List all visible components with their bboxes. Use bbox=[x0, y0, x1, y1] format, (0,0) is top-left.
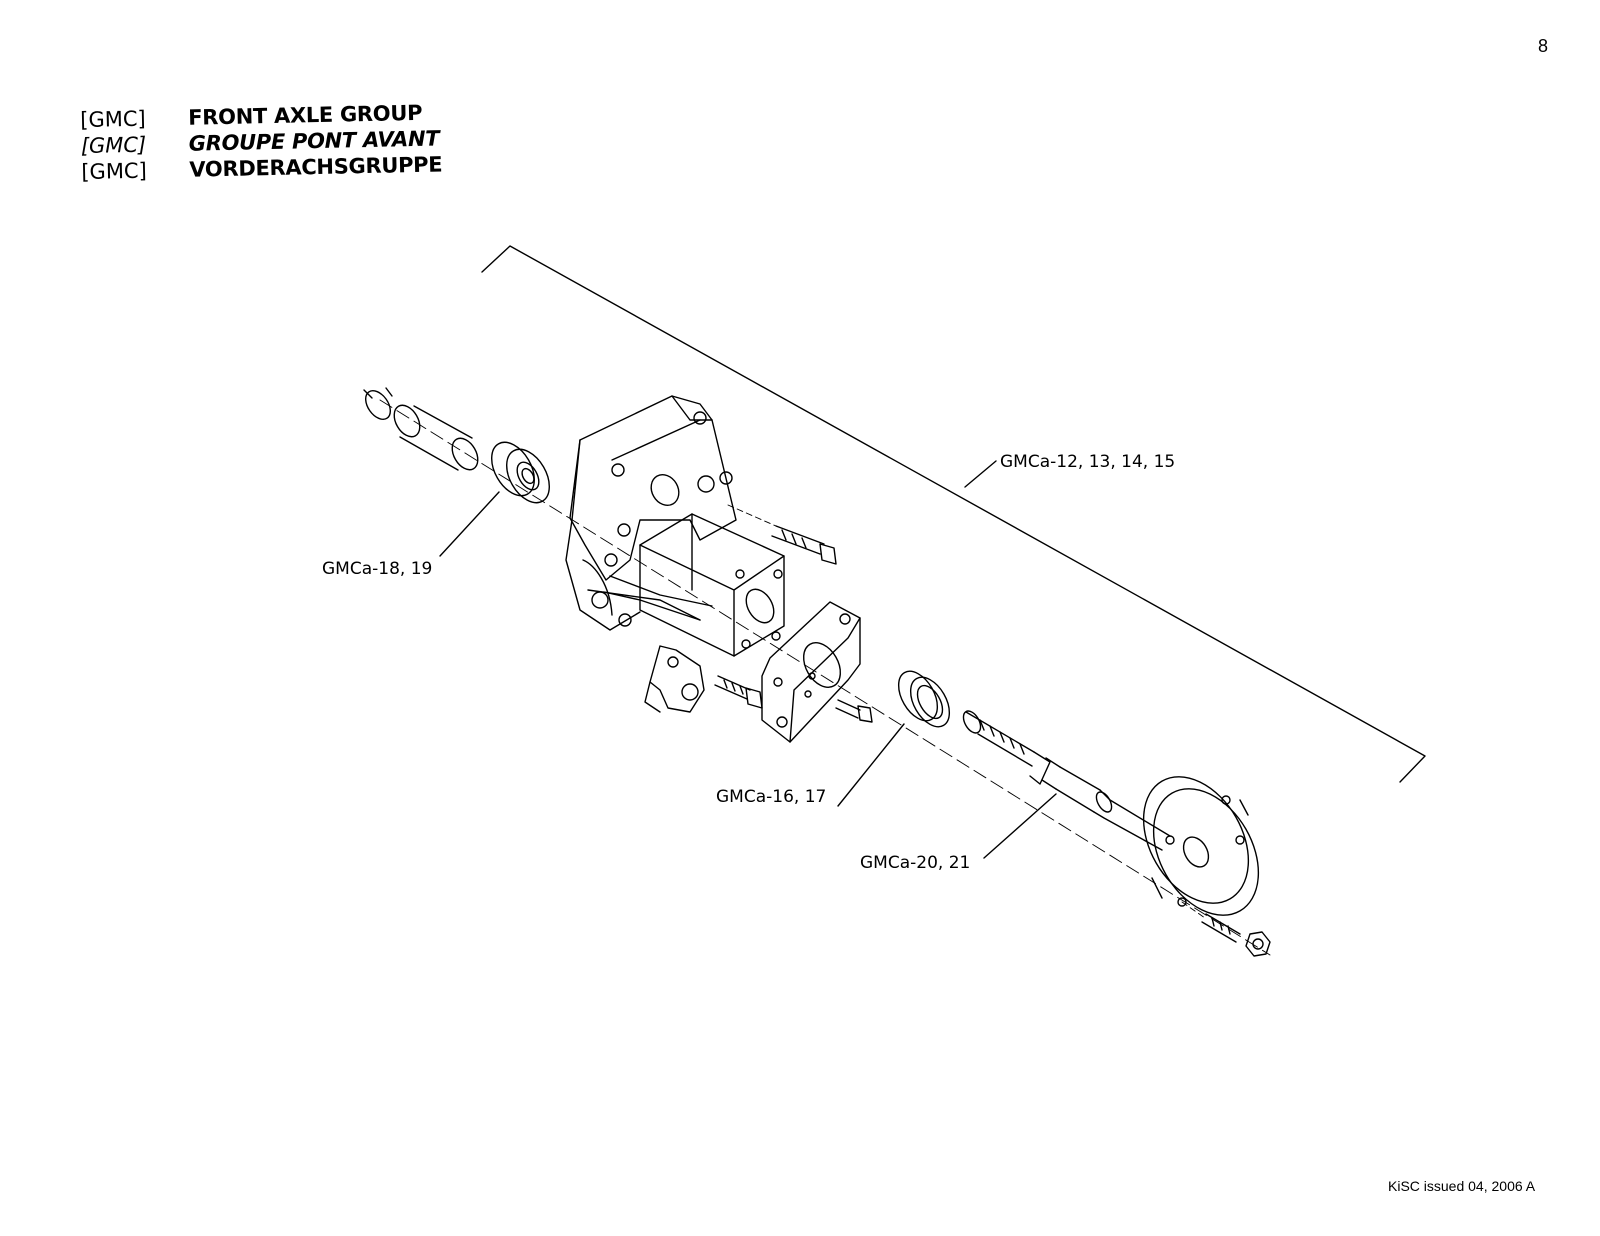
spacer-tube-icon bbox=[393, 404, 479, 471]
hub-disc-icon bbox=[1142, 776, 1260, 916]
ball-bearing-icon bbox=[491, 441, 550, 504]
hub-nut-icon bbox=[1245, 931, 1271, 957]
assembly-bracket bbox=[481, 245, 1426, 783]
circlip-icon bbox=[363, 387, 393, 421]
callout-gmca-20-21: GMCa-20, 21 bbox=[860, 853, 970, 873]
axle-housing-icon bbox=[565, 395, 785, 657]
flange-bolt-icon bbox=[835, 699, 873, 723]
hub-bolt-icon bbox=[1181, 901, 1241, 943]
callout-gmca-16-17: GMCa-16, 17 bbox=[716, 787, 826, 807]
oil-seal-icon bbox=[897, 670, 951, 728]
mounting-bracket-icon bbox=[644, 645, 705, 713]
center-axis bbox=[379, 399, 1271, 956]
flange-plate-icon bbox=[761, 601, 861, 743]
bracket-bolt-icon bbox=[714, 675, 763, 709]
issue-footer: KiSC issued 04, 2006 A bbox=[1388, 1178, 1536, 1194]
page-number: 8 bbox=[1538, 36, 1549, 56]
callout-gmca-12-15: GMCa-12, 13, 14, 15 bbox=[1000, 452, 1175, 472]
axle-shaft-icon bbox=[962, 710, 1171, 851]
leader-line-gmca-20 bbox=[983, 793, 1057, 859]
housing-bolt-icon bbox=[727, 504, 837, 565]
leader-line-gmca-18 bbox=[439, 491, 500, 557]
callout-gmca-18-19: GMCa-18, 19 bbox=[322, 559, 432, 579]
leader-line-gmca-12 bbox=[964, 460, 997, 488]
leader-line-gmca-16 bbox=[837, 723, 905, 807]
